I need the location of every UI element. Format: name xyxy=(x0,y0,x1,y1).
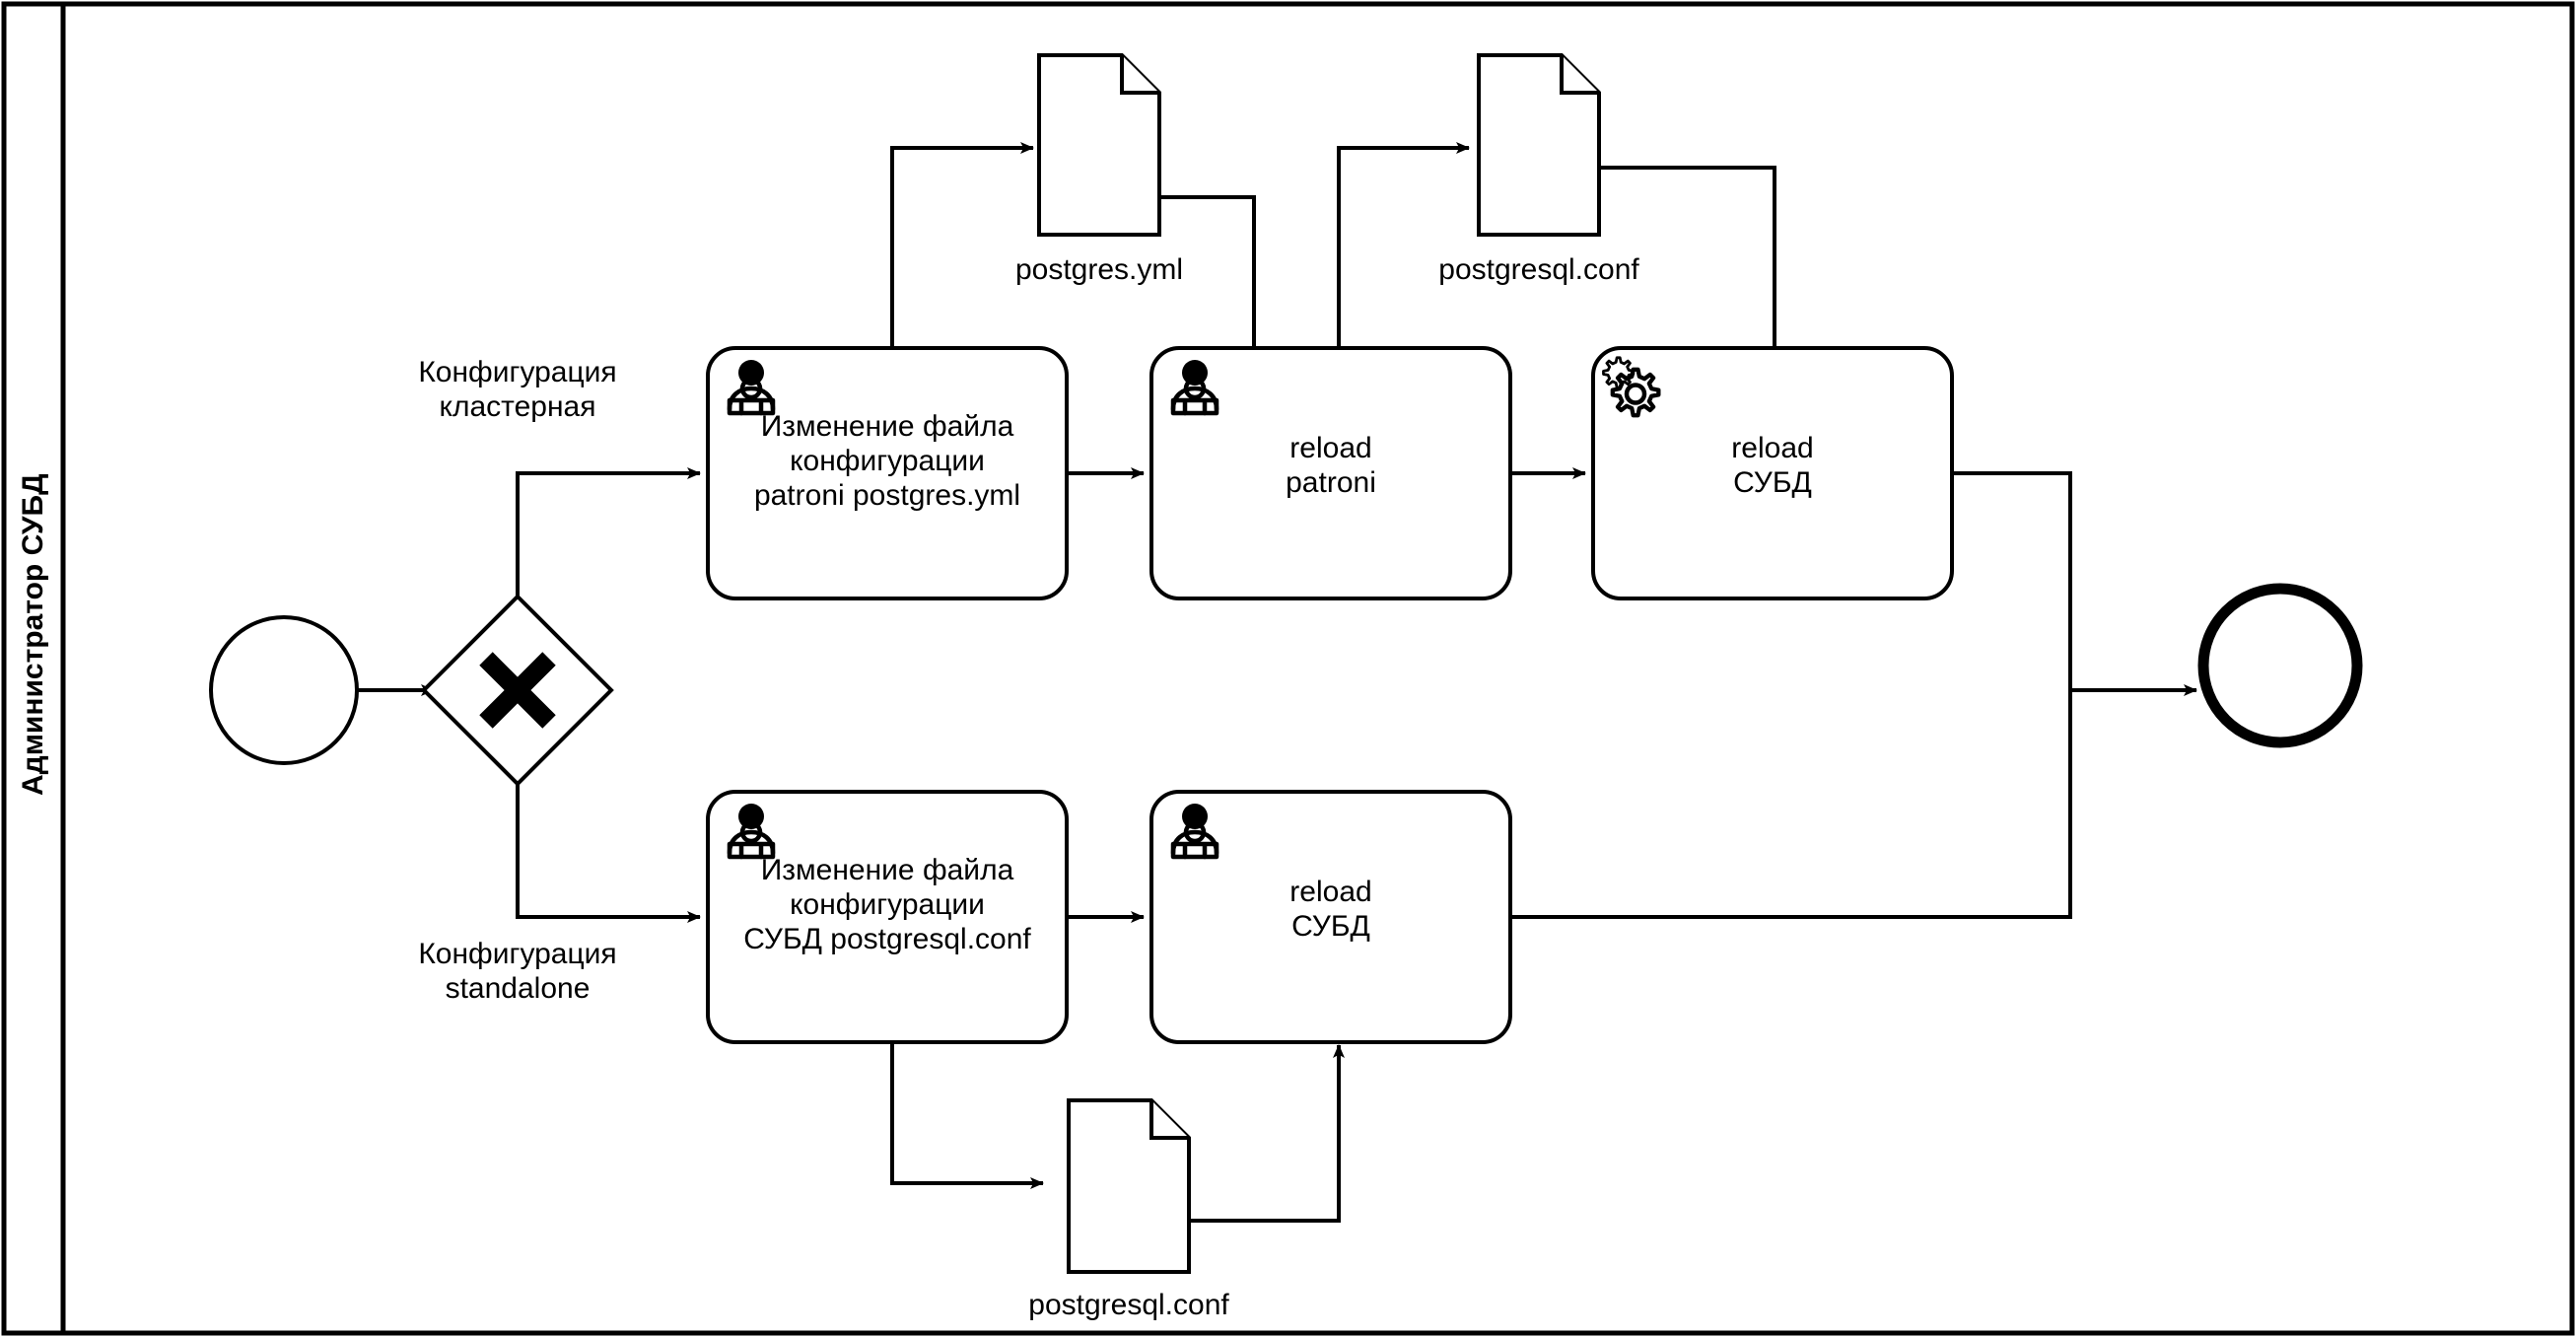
user-task-icon xyxy=(727,804,776,860)
service-task-gear-icon xyxy=(1602,356,1661,418)
assoc-postgresql-conf-to-reload-dbms xyxy=(1599,166,1780,368)
assoc-postgres-yml-to-reload-patroni xyxy=(1158,195,1260,368)
data-object-postgresql-conf-bottom[interactable] xyxy=(1067,1098,1191,1274)
gateway-x-marker xyxy=(479,652,556,729)
user-task-icon xyxy=(1170,360,1219,416)
assoc-reload-patroni-to-postgresql-conf xyxy=(1337,142,1470,367)
flow-gateway-to-edit-conf xyxy=(516,784,701,923)
task-edit-postgresql-conf[interactable] xyxy=(706,790,1069,1044)
data-object-postgres-yml[interactable] xyxy=(1037,53,1161,237)
assoc-edit-conf-to-postgresql-conf-bottom xyxy=(890,1033,1044,1189)
user-task-icon xyxy=(727,360,776,416)
connectors xyxy=(357,142,2197,1223)
user-task-icon xyxy=(1170,804,1219,860)
lane-title: Администратор СУБД xyxy=(17,473,49,796)
assoc-postgresql-conf-bottom-to-reload-dbms-bottom xyxy=(1188,1044,1345,1223)
task-reload-dbms-top[interactable] xyxy=(1591,346,1954,600)
flow-reload-dbms-top-to-merge xyxy=(1952,471,2072,690)
flow-gateway-to-edit-patroni xyxy=(516,467,701,597)
start-event[interactable] xyxy=(209,615,359,765)
flow-reload-dbms-bottom-to-merge xyxy=(1510,690,2072,919)
exclusive-gateway[interactable] xyxy=(421,594,614,787)
task-reload-dbms-bottom[interactable] xyxy=(1149,790,1512,1044)
task-edit-patroni[interactable] xyxy=(706,346,1069,600)
data-object-postgresql-conf-top[interactable] xyxy=(1477,53,1601,237)
task-reload-patroni[interactable] xyxy=(1149,346,1512,600)
end-event[interactable] xyxy=(2197,583,2363,748)
